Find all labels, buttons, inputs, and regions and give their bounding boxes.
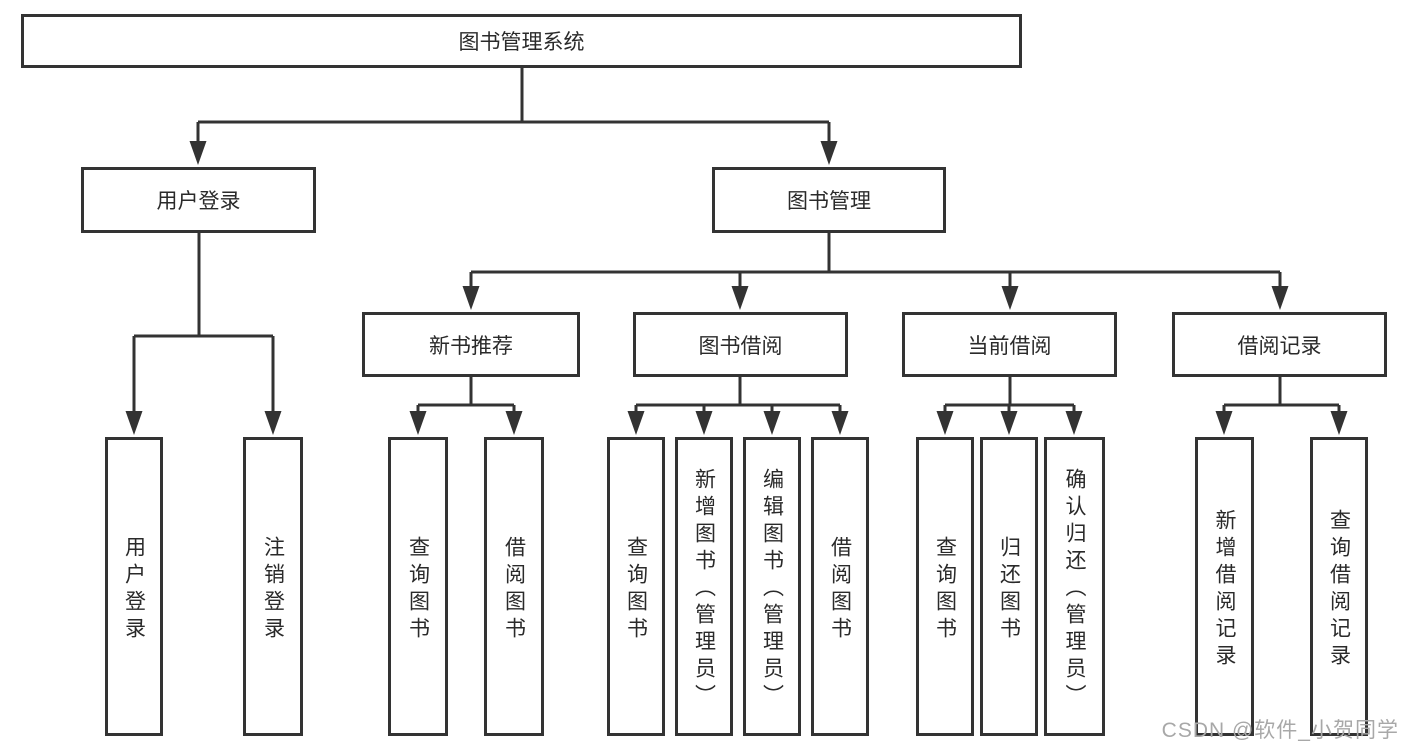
node-new-book-recommend: 新书推荐	[362, 312, 580, 377]
node-label: 图书管理	[787, 190, 871, 213]
connector-lines	[132, 68, 1341, 414]
node-label: 用户登录	[156, 190, 241, 213]
leaf-label: 查询图书	[933, 535, 957, 644]
leaf-add-books-admin: 新增图书（管理员）	[675, 437, 733, 736]
leaf-label: 归还图书	[997, 535, 1021, 644]
leaf-label: 借阅图书	[828, 535, 852, 644]
leaf-label: 查询图书	[406, 535, 430, 644]
leaf-confirm-return-admin: 确认归还（管理员）	[1044, 437, 1105, 736]
arrowheads	[125, 141, 1348, 435]
node-label: 图书管理系统	[458, 31, 585, 54]
node-label: 图书借阅	[698, 334, 783, 358]
node-borrow-records: 借阅记录	[1172, 312, 1387, 377]
leaf-borrow-books-2: 借阅图书	[811, 437, 869, 736]
leaf-borrow-books-1: 借阅图书	[484, 437, 544, 736]
leaf-label: 查询借阅记录	[1327, 508, 1351, 671]
leaf-label: 新增借阅记录	[1213, 508, 1236, 671]
leaf-query-books-3: 查询图书	[916, 437, 974, 736]
node-label: 新书推荐	[429, 334, 513, 358]
csdn-watermark: CSDN @软件_小贺同学	[1161, 719, 1399, 742]
leaf-query-books-1: 查询图书	[388, 437, 448, 736]
node-book-management: 图书管理	[712, 167, 946, 233]
leaf-user-login: 用户登录	[105, 437, 163, 736]
leaf-label: 注销登录	[261, 535, 285, 644]
leaf-label: 确认归还（管理员）	[1063, 468, 1086, 711]
leaf-label: 新增图书（管理员）	[692, 468, 716, 711]
node-label: 当前借阅	[967, 334, 1052, 358]
node-library-management-system: 图书管理系统	[21, 14, 1022, 68]
node-label: 借阅记录	[1237, 334, 1322, 358]
node-book-borrow: 图书借阅	[633, 312, 848, 377]
leaf-query-books-2: 查询图书	[607, 437, 665, 736]
leaf-edit-books-admin: 编辑图书（管理员）	[743, 437, 801, 736]
node-current-borrow: 当前借阅	[902, 312, 1117, 377]
leaf-label: 借阅图书	[502, 535, 526, 644]
node-user-login: 用户登录	[81, 167, 316, 233]
leaf-label: 查询图书	[624, 535, 648, 644]
leaf-label: 编辑图书（管理员）	[760, 468, 784, 711]
leaf-label: 用户登录	[122, 535, 146, 644]
leaf-add-borrow-record: 新增借阅记录	[1195, 437, 1254, 736]
leaf-query-borrow-record: 查询借阅记录	[1310, 437, 1368, 736]
leaf-logout: 注销登录	[243, 437, 303, 736]
leaf-return-books: 归还图书	[980, 437, 1038, 736]
